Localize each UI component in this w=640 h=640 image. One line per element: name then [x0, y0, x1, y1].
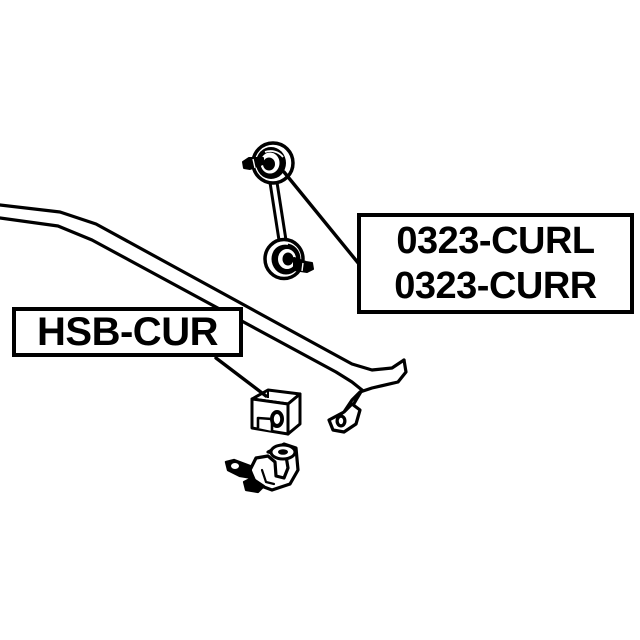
leader-line-bushing [214, 356, 268, 398]
link-ball-joint-upper [242, 141, 295, 185]
leader-line-link [282, 170, 361, 266]
stabilizer-bar [0, 203, 408, 416]
part-number-link-left: 0323-CURL [396, 220, 595, 263]
part-number-bushing: HSB-CUR [37, 310, 218, 354]
link-ball-joint-lower [263, 237, 314, 281]
label-box-bushing[interactable]: HSB-CUR [12, 307, 243, 357]
sway-bar-link [242, 141, 314, 281]
label-box-link[interactable]: 0323-CURL 0323-CURR [357, 213, 634, 314]
rubber-bushing [250, 388, 302, 436]
bracket-clamp [224, 442, 300, 494]
leader-lines [214, 170, 361, 398]
part-number-link-right: 0323-CURR [394, 264, 597, 307]
stabilizer-bar-eye-end [327, 402, 362, 434]
